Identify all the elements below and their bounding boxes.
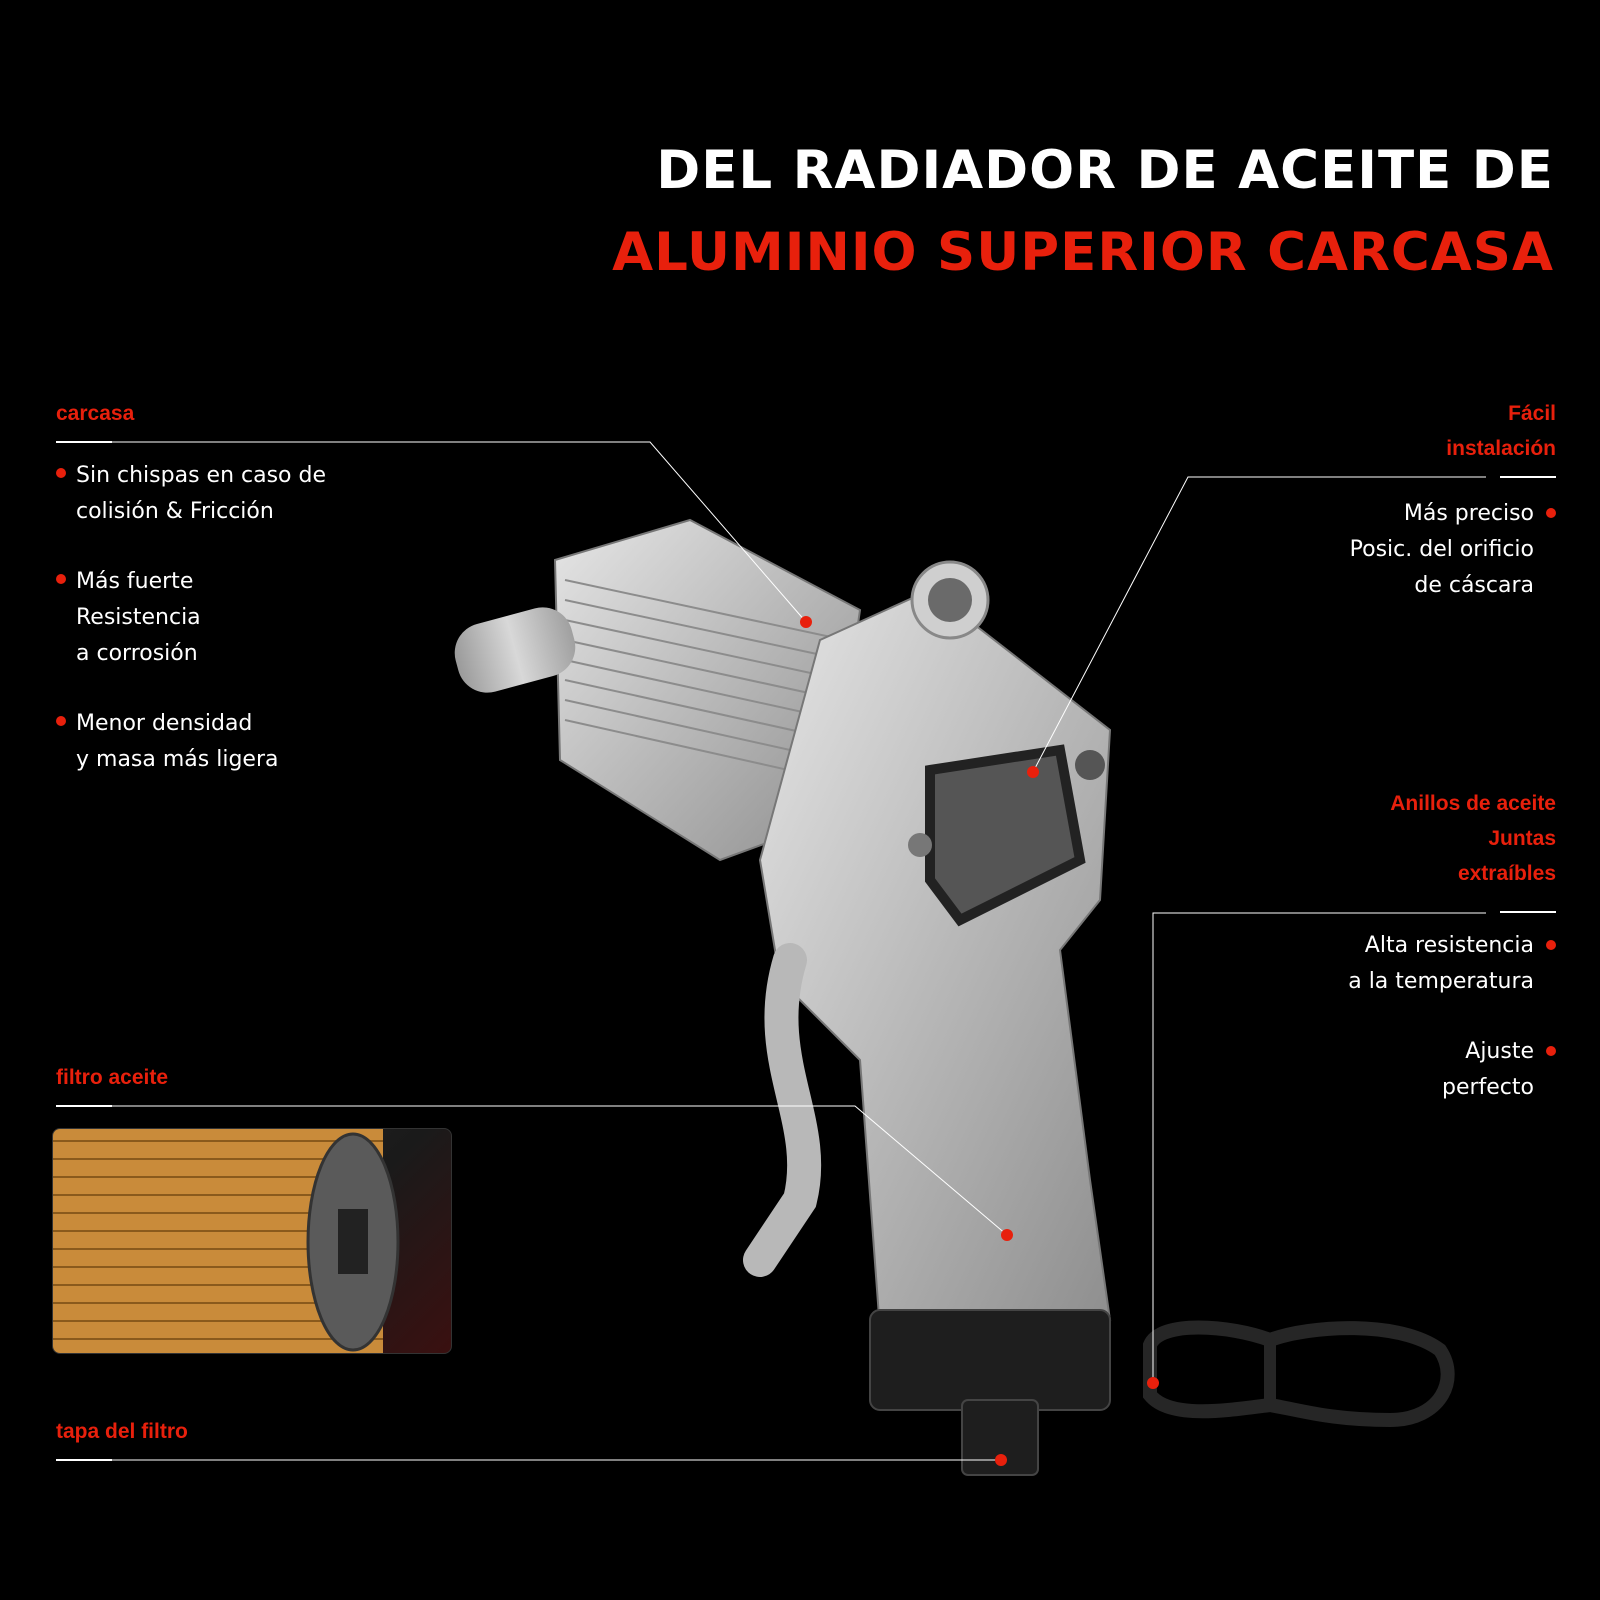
title-line-2: ALUMINIO SUPERIOR CARCASA — [612, 222, 1554, 283]
feature-text: Sin chispas en caso de colisión & Fricci… — [76, 463, 326, 524]
title-line-1: DEL RADIADOR DE ACEITE DE — [656, 140, 1554, 201]
feature-text: Ajuste perfecto — [1441, 1039, 1534, 1100]
housing — [743, 560, 1112, 1332]
oil-filter-image — [52, 1128, 452, 1354]
section-label-carcasa: carcasa — [56, 402, 135, 425]
oil-cooler — [454, 518, 862, 862]
divider — [56, 1459, 112, 1461]
feature-text: Alta resistencia a la temperatura — [1348, 933, 1534, 994]
divider — [1500, 911, 1556, 913]
bullet-dot — [56, 716, 66, 726]
section-label-instalacion: Fácil instalación — [1446, 402, 1556, 460]
section-label-anillos: Anillos de aceite Juntas extraíbles — [1390, 792, 1556, 885]
feature-text: Menor densidad y masa más ligera — [76, 711, 279, 772]
filter-cap — [869, 1309, 1111, 1476]
divider — [56, 441, 112, 443]
oil-filter-icon — [53, 1129, 400, 1353]
bullet-dot — [1546, 1046, 1556, 1056]
bullet-dot — [56, 574, 66, 584]
section-label-tapa: tapa del filtro — [56, 1420, 188, 1443]
bullet-dot — [56, 468, 66, 478]
leader-lines — [112, 441, 1486, 1461]
callout-dots — [800, 616, 1159, 1466]
bullet-dot — [1546, 940, 1556, 950]
section-label-filtro: filtro aceite — [56, 1066, 169, 1089]
divider — [56, 1105, 112, 1107]
feature-text: Más preciso Posic. del orificio de cásca… — [1349, 501, 1534, 598]
gasket — [1143, 1320, 1455, 1428]
feature-text: Más fuerte Resistencia a corrosión — [76, 569, 201, 666]
bullet-dot — [1546, 508, 1556, 518]
divider — [1500, 476, 1556, 478]
